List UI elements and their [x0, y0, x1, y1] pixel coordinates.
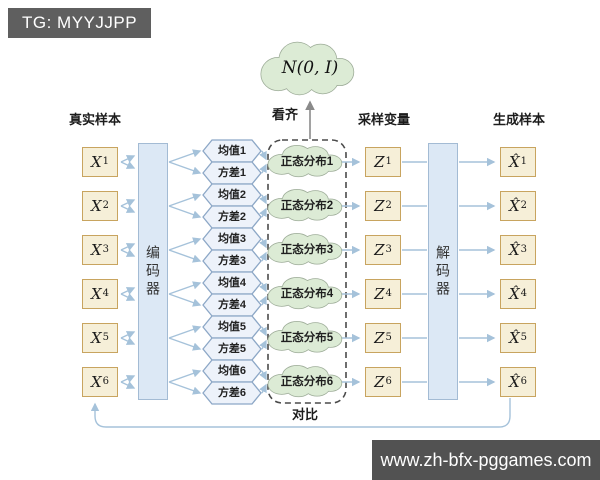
dist-label-3: 正态分布3 — [280, 244, 334, 256]
x2-label: X — [90, 197, 102, 215]
mean-label-5: 均值5 — [217, 321, 247, 333]
x5-label: X — [90, 329, 102, 347]
variance-label-2: 方差2 — [217, 211, 247, 223]
variance-label-1: 方差1 — [217, 167, 247, 179]
header-real-samples: 真实样本 — [68, 112, 121, 127]
header-generated-samples: 生成样本 — [492, 112, 545, 127]
dist-label-1: 正态分布1 — [280, 156, 334, 168]
prior-distribution-label: N(0, I) — [281, 58, 339, 78]
z6-label: Z — [374, 373, 385, 391]
output-box-xhat1: X̂1 — [500, 147, 536, 177]
mean-label-3: 均值3 — [217, 233, 247, 245]
tg-badge: TG: MYYJJPP — [8, 8, 152, 38]
x4-label: X — [90, 285, 102, 303]
output-box-xhat2: X̂2 — [500, 191, 536, 221]
dist-label-4: 正态分布4 — [280, 288, 334, 300]
variance-label-5: 方差5 — [217, 343, 247, 355]
z2-label: Z — [374, 197, 385, 215]
xhat5-label: X̂ — [508, 329, 520, 347]
variance-label-4: 方差4 — [217, 299, 247, 311]
z3-label: Z — [374, 241, 385, 259]
output-box-xhat3: X̂3 — [500, 235, 536, 265]
z4-label: Z — [374, 285, 385, 303]
x1-label: X — [90, 153, 102, 171]
x6-label: X — [90, 373, 102, 391]
z1-label: Z — [374, 153, 385, 171]
dist-label-5: 正态分布5 — [280, 332, 334, 344]
decoder-block: 解码器 — [428, 143, 458, 400]
output-box-xhat6: X̂6 — [500, 367, 536, 397]
latent-dashed-box — [267, 139, 347, 404]
align-label: 看齐 — [271, 107, 298, 122]
variance-label-6: 方差6 — [217, 387, 247, 399]
dist-label-6: 正态分布6 — [280, 376, 334, 388]
header-sampled-vars: 采样变量 — [357, 112, 410, 127]
compare-label: 对比 — [291, 407, 318, 422]
x3-label: X — [90, 241, 102, 259]
xhat3-label: X̂ — [508, 241, 520, 259]
xhat2-label: X̂ — [508, 197, 520, 215]
variance-label-3: 方差3 — [217, 255, 247, 267]
dist-label-2: 正态分布2 — [280, 200, 334, 212]
z5-label: Z — [374, 329, 385, 347]
site-watermark: www.zh-bfx-pggames.com — [372, 440, 600, 480]
xhat1-label: X̂ — [508, 153, 520, 171]
xhat6-label: X̂ — [508, 373, 520, 391]
compare-arrow — [90, 398, 511, 428]
output-box-xhat4: X̂4 — [500, 279, 536, 309]
xhat4-label: X̂ — [508, 285, 520, 303]
mean-label-6: 均值6 — [217, 365, 247, 377]
mean-label-2: 均值2 — [217, 189, 247, 201]
mean-label-4: 均值4 — [217, 277, 247, 289]
encoder-block: 编码器 — [138, 143, 168, 400]
mean-label-1: 均值1 — [217, 145, 247, 157]
output-box-xhat5: X̂5 — [500, 323, 536, 353]
